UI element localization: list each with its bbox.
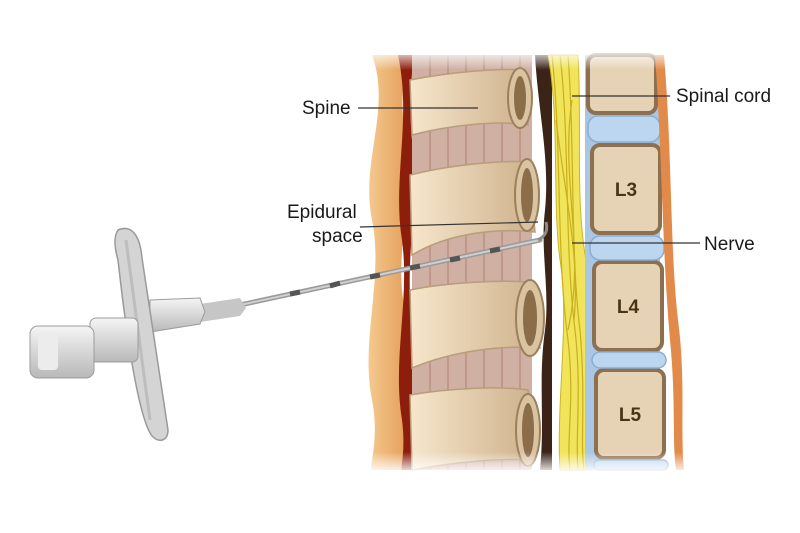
vertebra-l4 <box>592 260 664 352</box>
label-nerve: Nerve <box>704 234 755 255</box>
vertebra-label-l4: L4 <box>617 297 640 318</box>
label-epidural-2: space <box>312 226 363 247</box>
label-spinal-cord: Spinal cord <box>676 86 771 107</box>
lamina-ends <box>507 67 545 467</box>
epidural-needle <box>237 221 549 308</box>
label-epidural-1: Epidural <box>287 202 357 223</box>
vertebra-label-l5: L5 <box>619 405 642 426</box>
spinous-processes <box>409 68 541 471</box>
anterior-ligament <box>655 55 684 470</box>
vertebra-label-l3: L3 <box>615 180 637 201</box>
vertebral-bodies <box>586 53 666 460</box>
leader-lines <box>358 95 700 244</box>
nerve-fibers <box>551 54 585 471</box>
epidural-channel <box>535 55 552 470</box>
label-spine: Spine <box>302 98 351 119</box>
vertebra-l3 <box>590 143 662 235</box>
needle-hub <box>29 227 246 441</box>
epidural-leader <box>359 221 539 228</box>
